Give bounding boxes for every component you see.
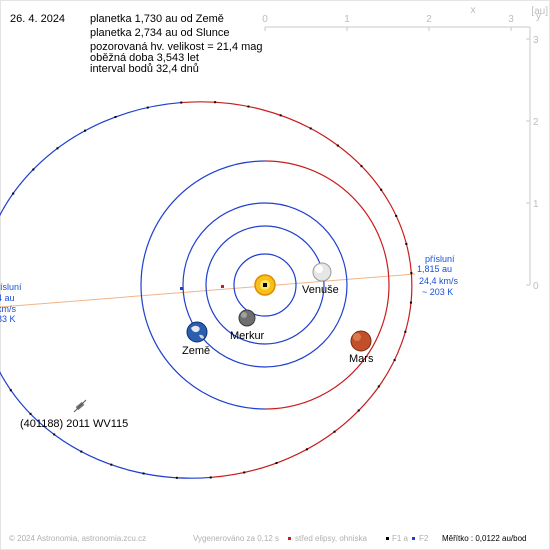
apse-line (0, 273, 416, 308)
asteroid-orbit (0, 101, 413, 479)
orbit-point (80, 450, 83, 453)
earth-label: Země (182, 345, 210, 357)
earth-icon (186, 321, 208, 343)
x-tick-label: 3 (508, 14, 514, 25)
planet-orbits (140, 160, 390, 410)
orbit-point (53, 433, 56, 436)
orbit-point (146, 106, 149, 109)
mars-orbit-red (264, 160, 390, 410)
orbit-point (377, 385, 380, 388)
ellipse-center-marker (221, 285, 224, 288)
orbit-point (279, 114, 282, 117)
y-tick-label: 0 (533, 281, 539, 292)
venus-label: Venuše (302, 284, 339, 296)
venus-icon (312, 262, 332, 282)
orbit-point (175, 476, 178, 479)
orbit-point (9, 389, 12, 392)
orbit-point (336, 144, 339, 147)
x-axis-name: x (471, 5, 476, 16)
info-line: oběžná doba 3,543 let (90, 52, 199, 64)
orbit-point (405, 242, 408, 246)
orbit-point (180, 101, 183, 104)
legend-f2-marker (412, 537, 415, 540)
orbit-point (114, 115, 117, 119)
footer-legend-f2: F2 (419, 534, 429, 543)
info-line: pozorovaná hv. velikost = 21,4 mag (90, 41, 263, 53)
y-tick-label: 2 (533, 117, 539, 128)
orbit-point (12, 192, 15, 195)
orbit-point (142, 472, 145, 475)
mercury-label: Merkur (230, 330, 265, 342)
footer-legend-center: střed elipsy, ohniska (295, 534, 367, 543)
info-line: interval bodů 32,4 dnů (90, 63, 199, 75)
mercury-icon (238, 309, 256, 327)
footer-generated: Vygenerováno za 0,12 s (193, 534, 279, 543)
sun-icon (254, 274, 276, 296)
orbit-point (247, 105, 250, 108)
perihelion-temp: ~ 203 K (422, 287, 453, 297)
orbit-point (29, 412, 32, 415)
asteroid-icon (73, 399, 87, 413)
perihelion-distance: 1,815 au (417, 264, 452, 274)
y-tick-label: 3 (533, 35, 539, 46)
orbit-point (214, 101, 217, 104)
orbit-point (275, 461, 278, 465)
venus-orbit (205, 225, 325, 345)
perihelion-title: přísluní (425, 254, 455, 264)
orbit-point (360, 165, 363, 168)
axes (264, 26, 531, 286)
orbit-point (32, 168, 35, 171)
orbit-point (305, 448, 309, 451)
aphelion-temp: 83 K (0, 314, 16, 324)
orbit-point (404, 330, 407, 333)
earth-orbit (182, 202, 348, 368)
orbit-point (357, 409, 360, 412)
footer-copyright: © 2024 Astronomia, astronomia.zcu.cz (9, 534, 146, 543)
asteroid-label: (401188) 2011 WV115 (20, 418, 128, 430)
orbit-point (393, 358, 396, 362)
orbit-point (410, 271, 413, 275)
y-axis-name: y (536, 11, 541, 22)
axis-unit: [au] (531, 6, 548, 17)
info-line: planetka 2,734 au od Slunce (90, 27, 229, 39)
aphelion-speed: km/s (0, 304, 16, 314)
x-tick-label: 1 (344, 14, 350, 25)
orbit-point (56, 147, 59, 150)
orbit-points (9, 101, 413, 479)
mars-label: Mars (349, 353, 374, 365)
mars-orbit-blue (140, 160, 266, 410)
perihelion-speed: 24,4 km/s (419, 276, 459, 286)
aphelion-distance: 4 au (0, 293, 15, 303)
date-label: 26. 4. 2024 (10, 13, 65, 25)
footer-legend-f1: F1 a (392, 534, 409, 543)
orbit-point (209, 476, 212, 479)
orbit-point (243, 471, 246, 474)
legend-f1-marker (386, 537, 389, 540)
orbit-point (395, 214, 398, 218)
focus-marker (180, 287, 183, 290)
orbit-point (380, 188, 383, 191)
orbit-point (409, 301, 413, 304)
orbit-point (83, 129, 87, 132)
orbit-point (110, 463, 113, 466)
y-tick-label: 1 (533, 199, 539, 210)
mercury-orbit (233, 253, 297, 317)
orbit-point (309, 127, 312, 130)
orbit-point (333, 430, 336, 433)
aphelion-title: řísluní (0, 282, 22, 292)
mars-icon (350, 330, 372, 352)
x-tick-label: 0 (262, 14, 268, 25)
asteroid-orbit-blue (0, 101, 211, 479)
legend-center-marker (288, 537, 291, 540)
info-line: planetka 1,730 au od Země (90, 13, 224, 25)
footer-scale: Měřítko : 0,0122 au/bod (442, 534, 527, 543)
x-tick-label: 2 (426, 14, 432, 25)
